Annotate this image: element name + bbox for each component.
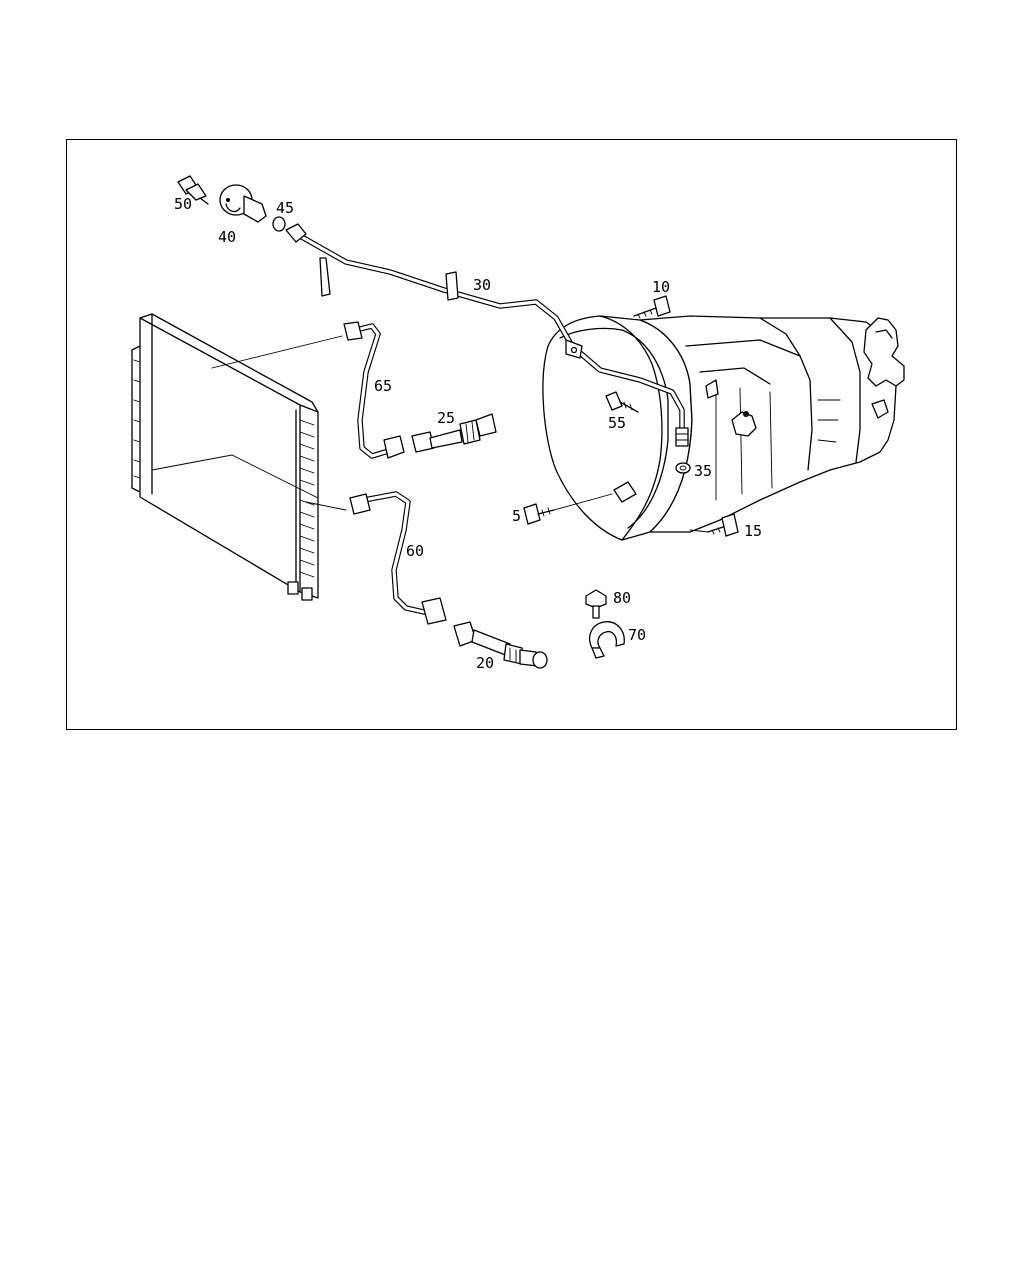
callout-20: 20 [476,654,494,672]
bolt-15 [689,513,739,537]
callout-30: 30 [473,276,491,294]
callout-80: 80 [613,589,631,607]
cap-40 [219,184,267,223]
cooler-line-60 [349,491,447,625]
oil-cooler [131,313,319,601]
plug-50 [177,175,209,205]
callout-5: 5 [512,507,521,525]
callout-25: 25 [437,409,455,427]
bolt-80 [585,589,607,619]
callout-50: 50 [174,195,192,213]
callout-55: 55 [608,414,626,432]
transmission [542,315,905,541]
callout-70: 70 [628,626,646,644]
hose-25 [411,413,497,453]
callout-40: 40 [218,228,236,246]
washer-35 [675,462,691,474]
bolt-55 [605,391,639,413]
callout-60: 60 [406,542,424,560]
dipstick-tube [285,223,689,447]
callout-15: 15 [744,522,762,540]
callout-10: 10 [652,278,670,296]
clamp-70 [589,621,625,659]
callout-45: 45 [276,199,294,217]
bolt-10 [633,295,671,319]
o-ring-45 [272,216,286,232]
cooler-fins [133,359,315,578]
hose-20 [453,621,548,669]
callout-65: 65 [374,377,392,395]
cooler-line-65 [343,321,405,459]
bolt-5 [523,493,613,525]
callout-35: 35 [694,462,712,480]
